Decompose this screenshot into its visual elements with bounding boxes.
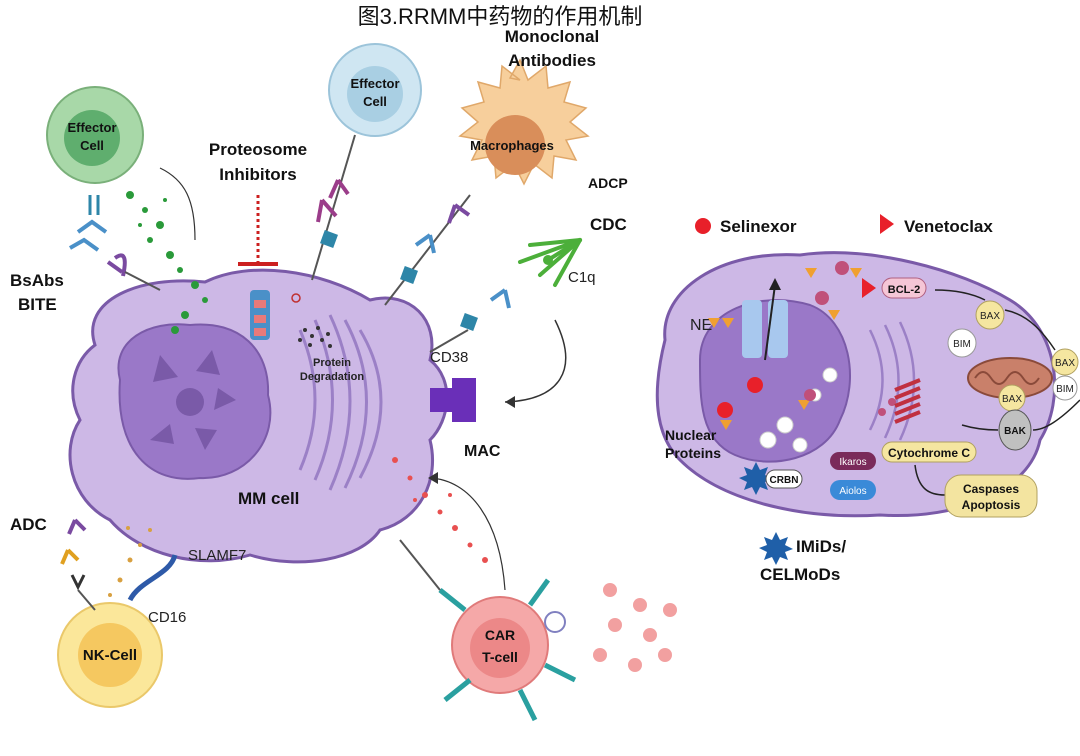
cytokines-cluster — [593, 583, 677, 672]
figure-title: 图3.RRMM中药物的作用机制 — [358, 4, 643, 29]
ikaros-badge — [830, 452, 876, 470]
nuclear-pore-icon — [742, 300, 762, 358]
imids-icon — [759, 532, 793, 565]
arrow-to-caspases — [914, 464, 946, 496]
bsabs-complex — [69, 195, 161, 291]
slamf7-label: SLAMF7 — [188, 547, 246, 564]
svg-text:BAX: BAX — [1055, 358, 1075, 369]
cd38-receptor — [460, 313, 478, 331]
imids-celmods-label: IMiDs/CELMoDs — [760, 537, 846, 584]
antibody-cdc-icon — [489, 288, 511, 309]
svg-text:BIM: BIM — [953, 339, 971, 350]
c1q-complex — [518, 238, 582, 287]
bim-left: BIM — [947, 328, 977, 358]
exported-proteins — [804, 261, 896, 416]
bcl2-label: BCL-2 — [888, 284, 920, 296]
bim-right: BIM — [1052, 375, 1078, 401]
arrow-c1q-to-mac — [504, 319, 567, 403]
protein-fragments — [298, 326, 332, 348]
ne-markers — [720, 268, 862, 430]
cytochrome-spiral — [894, 378, 921, 424]
ubiquitin-icon — [291, 293, 301, 303]
bcl2-badge — [881, 277, 927, 299]
crbn-label: CRBN — [770, 475, 799, 486]
bsabs-label: BsAbs — [10, 271, 64, 290]
legend-venetoclax: Venetoclax — [880, 214, 993, 236]
adcp-label: ADCP — [588, 175, 628, 191]
cytotoxic-granules-orange — [108, 526, 152, 597]
proteasome-icon — [250, 290, 270, 340]
c1q-label: C1q — [568, 269, 596, 286]
caspases-box — [944, 474, 1038, 518]
cytochrome-c-label: Cytochrome C — [888, 446, 970, 460]
cytochrome-c-badge — [881, 441, 977, 463]
macrophages-label: Macrophages — [470, 138, 554, 153]
venetoclax-label: Venetoclax — [904, 217, 993, 236]
venetoclax-icon — [862, 278, 876, 298]
cdc-label: CDC — [590, 215, 627, 234]
mac-label: MAC — [464, 443, 501, 460]
nk-cell: NK-Cell — [57, 602, 163, 708]
arrow-effector-left — [159, 167, 196, 241]
cd16-label: CD16 — [148, 609, 186, 626]
mac-complex — [430, 378, 476, 422]
arrow-head — [505, 396, 515, 408]
crbn-icon — [739, 462, 773, 495]
crbn-badge — [765, 469, 803, 489]
adc-complex — [60, 518, 96, 611]
aiolos-badge — [830, 480, 876, 500]
svg-text:BIM: BIM — [1056, 384, 1074, 395]
bax-right: BAX — [1051, 348, 1079, 376]
selinexor-label: Selinexor — [720, 217, 797, 236]
bite-label: BITE — [18, 295, 57, 314]
legend-selinexor: Selinexor — [695, 217, 797, 236]
nk-cell-label: NK-Cell — [83, 647, 137, 664]
slamf7-cd16-receptor — [127, 554, 178, 602]
bak: BAK — [998, 409, 1032, 451]
svg-text:BAX: BAX — [980, 311, 1000, 322]
ikaros-label: Ikaros — [839, 457, 866, 468]
aiolos-label: Aiolos — [839, 486, 866, 497]
bax-bottom: BAX — [998, 384, 1026, 412]
ne-icon — [708, 318, 720, 328]
macrophage: Macrophages — [384, 58, 590, 306]
cd38-label: CD38 — [430, 349, 468, 366]
cytotoxic-granules-red — [392, 457, 488, 563]
svg-text:BAK: BAK — [1004, 426, 1026, 437]
adc-label: ADC — [10, 515, 47, 534]
mm-cell-label: MM cell — [238, 489, 299, 508]
ne-label: NE — [690, 317, 712, 334]
mm-nucleus — [117, 323, 272, 480]
bax-top: BAX — [975, 300, 1005, 330]
svg-text:BAX: BAX — [1002, 394, 1022, 405]
arrow-car-t — [429, 477, 506, 591]
apoptosis-arrows — [934, 289, 1080, 431]
cytotoxic-granules-green — [126, 191, 208, 334]
arrow-head-car-t — [428, 472, 438, 484]
